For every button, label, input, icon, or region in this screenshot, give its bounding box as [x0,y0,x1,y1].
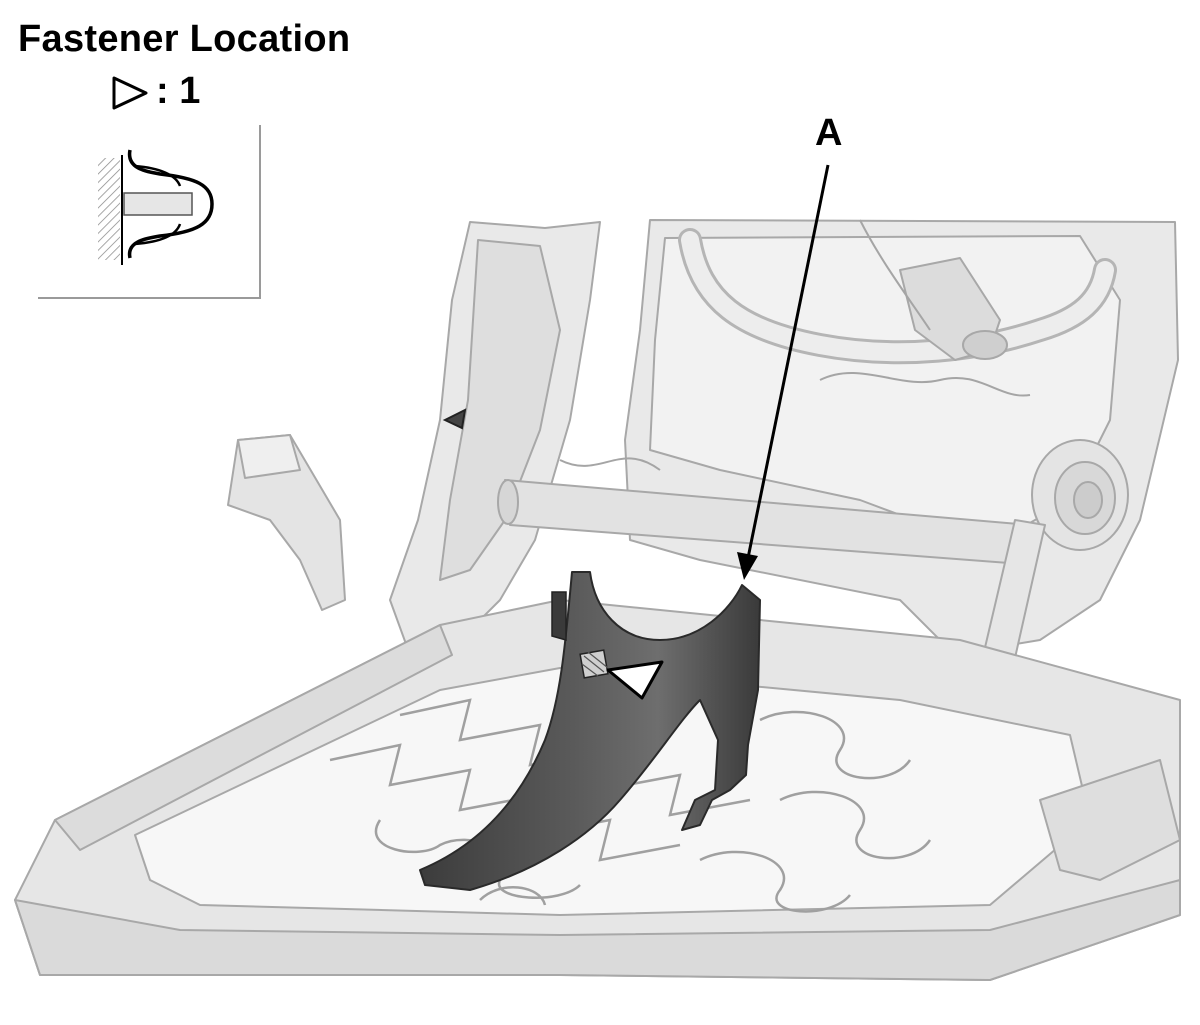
wire-harness [442,219,1031,471]
detail-inset [38,125,261,299]
legend-triangle-icon [112,76,148,110]
diagram-title: Fastener Location [18,18,351,60]
callout-label-a: A [815,112,843,154]
legend: : 1 [110,70,200,113]
push-clip-detail-icon [127,149,214,259]
fastener-triangle-icon [606,660,664,700]
callout-leader-a [737,164,830,580]
seat-garnish-part-a [419,571,761,891]
clip-fastener-triangle-icon [110,72,146,112]
legend-count: : 1 [156,70,201,112]
